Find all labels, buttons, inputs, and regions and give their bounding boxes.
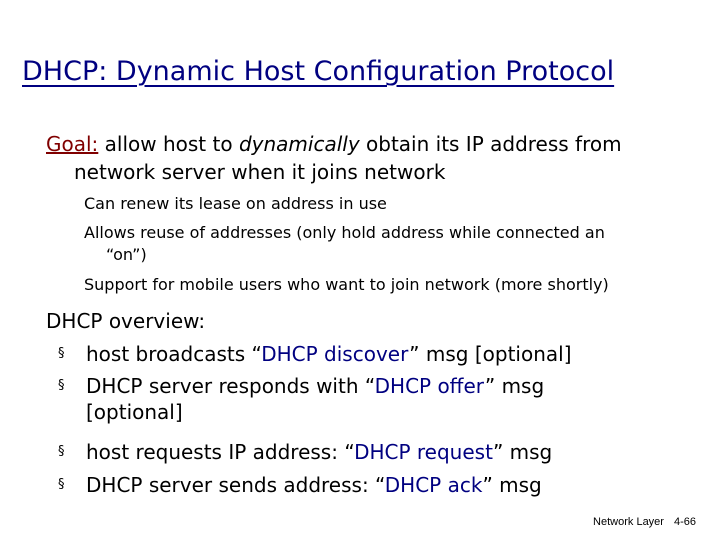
overview-bullet-offer: § DHCP server responds with “DHCP offer”… [58,373,706,425]
overview-heading: DHCP overview: [46,309,206,333]
bullet-continuation: [optional] [86,400,183,424]
bullet-text-post: ” msg [482,473,542,497]
sub-item-mobile: Support for mobile users who want to joi… [84,274,704,296]
sub-item-text: Allows reuse of addresses (only hold add… [84,223,605,242]
bullet-text-pre: host requests IP address: “ [86,440,355,464]
overview-bullet-ack: § DHCP server sends address: “DHCP ack” … [58,472,706,498]
bullet-text-pre: DHCP server responds with “ [86,374,375,398]
bullet-text-post: ” msg [optional] [409,342,572,366]
bullet-text-pre: host broadcasts “ [86,342,262,366]
bullet-text-post: ” msg [484,374,545,398]
bullet-icon: § [58,378,65,393]
goal-paragraph: Goal: allow host to dynamically obtain i… [46,130,706,186]
bullet-highlight: DHCP discover [261,342,410,366]
bullet-icon: § [58,477,65,492]
sub-item-renew: Can renew its lease on address in use [84,193,704,215]
footer-section: Network Layer [593,516,664,528]
goal-text-before: allow host to [98,132,239,156]
sub-item-text: Support for mobile users who want to joi… [84,275,609,294]
bullet-highlight: DHCP request [354,440,493,464]
overview-bullet-request: § host requests IP address: “DHCP reques… [58,439,706,465]
sub-item-reuse: Allows reuse of addresses (only hold add… [84,222,704,266]
bullet-icon: § [58,346,65,361]
goal-line2: network server when it joins network [74,160,446,184]
overview-bullet-discover: § host broadcasts “DHCP discover” msg [o… [58,341,706,367]
footer-page-number: 4-66 [673,516,696,528]
goal-text-after: obtain its IP address from [359,132,622,156]
sub-item-text: Can renew its lease on address in use [84,194,387,213]
goal-emphasis: dynamically [238,132,360,156]
bullet-highlight: DHCP ack [384,473,483,497]
slide-title: DHCP: Dynamic Host Configuration Protoco… [22,56,615,87]
slide-footer: Network Layer 4-66 [593,516,696,528]
sub-item-continuation: “on”) [106,245,147,264]
bullet-text-post: ” msg [492,440,553,464]
bullet-text-pre: DHCP server sends address: “ [86,473,385,497]
goal-label: Goal: [46,132,99,156]
bullet-highlight: DHCP offer [374,374,485,398]
bullet-icon: § [58,444,65,459]
